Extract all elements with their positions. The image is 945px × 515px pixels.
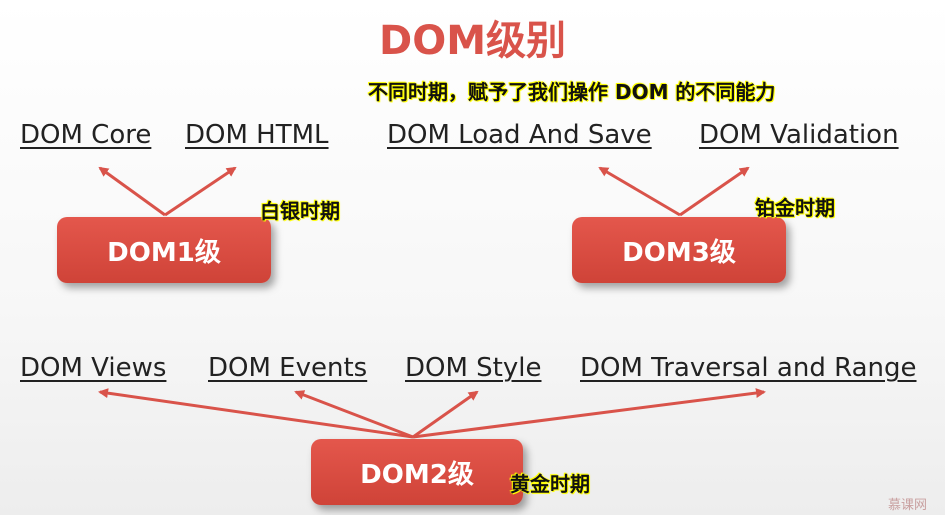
subtitle-caption: 不同时期，赋予了我们操作 DOM 的不同能力 [368, 80, 776, 104]
node-dom-style: DOM Style [405, 353, 542, 383]
arrow-dom2-traversal [412, 388, 766, 439]
arrow-dom1-html [164, 166, 237, 217]
tag-gold-era: 黄金时期 [510, 472, 590, 496]
node-dom-traversal-and-range: DOM Traversal and Range [580, 353, 917, 383]
node-dom-load-and-save: DOM Load And Save [387, 120, 652, 150]
page-title: DOM级别 [378, 18, 566, 64]
arrow-dom2-views [98, 388, 414, 439]
arrow-dom2-style [412, 390, 479, 439]
dom1-level-box: DOM1级 [57, 217, 271, 283]
arrow-dom3-loadsave [598, 166, 681, 217]
arrow-dom2-events [294, 390, 414, 439]
dom3-level-box: DOM3级 [572, 217, 786, 283]
arrow-dom1-core [98, 166, 166, 217]
dom2-level-box: DOM2级 [311, 439, 523, 505]
node-dom-core: DOM Core [20, 120, 152, 150]
node-dom-views: DOM Views [20, 353, 167, 383]
tag-silver-era: 白银时期 [260, 199, 340, 223]
node-dom-validation: DOM Validation [699, 120, 899, 150]
arrow-dom3-validation [679, 166, 750, 217]
watermark-logo: 慕课网 [888, 498, 928, 513]
node-dom-html: DOM HTML [185, 120, 329, 150]
tag-platinum-era: 铂金时期 [755, 196, 835, 220]
node-dom-events: DOM Events [208, 353, 368, 383]
